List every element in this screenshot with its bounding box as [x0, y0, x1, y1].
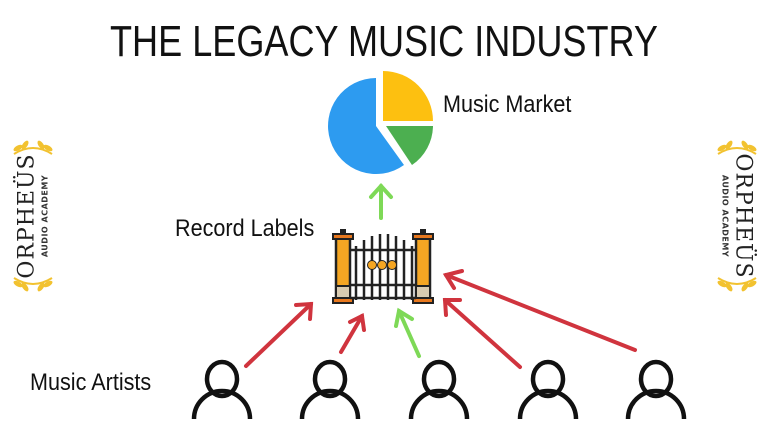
- orpheus-logo-left: ORPHEÜS AUDIO ACADEMY: [8, 136, 58, 296]
- person-icon: [299, 359, 361, 420]
- logo-title: ORPHEÜS: [730, 153, 756, 279]
- arrow-artist-5-rejected: [442, 269, 637, 352]
- music-artists-label: Music Artists: [30, 369, 152, 396]
- arrow-labels-to-market: [369, 183, 393, 220]
- pie-chart-icon: [328, 71, 433, 174]
- music-market-label: Music Market: [443, 91, 572, 118]
- arrow-artist-2-rejected: [339, 312, 366, 354]
- logo-subtitle: AUDIO ACADEMY: [720, 174, 730, 258]
- record-labels-label: Record Labels: [175, 215, 315, 242]
- person-icon: [625, 359, 687, 420]
- person-icon: [191, 359, 253, 420]
- arrow-artist-3-accepted: [394, 307, 421, 358]
- arrow-artist-4-rejected: [442, 298, 522, 369]
- person-icon: [517, 359, 579, 420]
- page-title: THE LEGACY MUSIC INDUSTRY: [110, 17, 658, 66]
- gate-icon: [332, 229, 434, 304]
- laurel-icon: [13, 277, 53, 292]
- logo-subtitle: AUDIO ACADEMY: [40, 174, 50, 258]
- laurel-icon: [717, 277, 757, 292]
- laurel-icon: [13, 140, 53, 155]
- orpheus-logo-right: ORPHEÜS AUDIO ACADEMY: [712, 136, 762, 296]
- artists-group: [191, 359, 687, 420]
- arrow-artist-1-rejected: [244, 301, 314, 368]
- logo-title: ORPHEÜS: [14, 153, 40, 279]
- person-icon: [408, 359, 470, 420]
- laurel-icon: [717, 140, 757, 155]
